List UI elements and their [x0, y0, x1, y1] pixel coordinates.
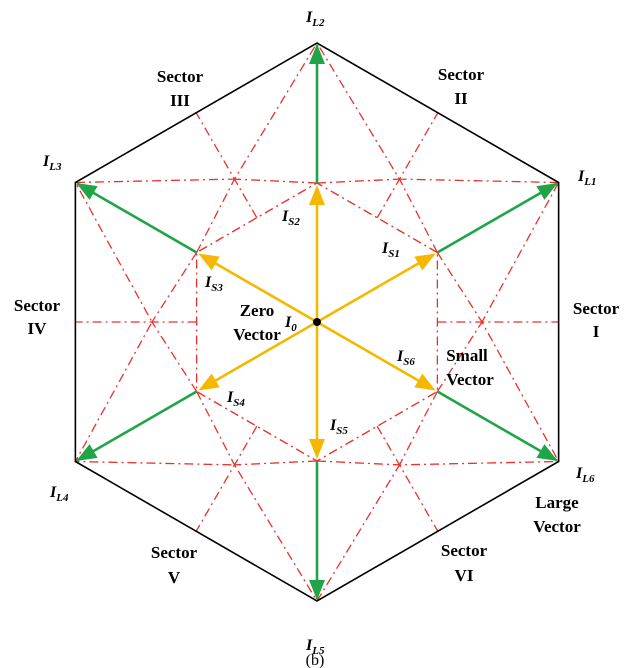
sector-boundary-line — [195, 425, 258, 532]
small-vectors — [198, 185, 436, 459]
large-vector-IL6 — [436, 390, 558, 462]
small-vector-arrowhead — [414, 253, 436, 271]
large-vector-arrowhead — [536, 444, 558, 461]
large-vector-IL1 — [436, 182, 558, 254]
label-IS3: IS3 — [204, 274, 223, 294]
sector-cross-line — [151, 252, 198, 323]
label-IS5: IS5 — [329, 417, 348, 437]
label-IS1: IS1 — [381, 240, 400, 260]
large-vector-arrowhead — [536, 183, 558, 200]
sector-cross-line — [234, 178, 318, 184]
large-vector-hexagon — [74, 42, 560, 602]
zero-vector-point — [313, 318, 321, 326]
small-vector-arrowhead — [309, 185, 325, 205]
sector-cross-line — [196, 391, 236, 466]
label-IS6: IS6 — [396, 348, 415, 368]
label-IL3: IL3 — [42, 153, 62, 173]
label-IS2: IS2 — [281, 208, 300, 228]
large-vector-arrowhead — [76, 444, 98, 461]
large-vector-arrowhead — [76, 183, 98, 200]
large-vector-IL4 — [76, 390, 198, 462]
large-vector-IL3 — [76, 182, 198, 254]
sector-cross-line — [398, 391, 438, 466]
figure-caption: (b) — [306, 652, 325, 668]
sector-cross-line — [234, 460, 318, 466]
small-vector-IS6 — [316, 320, 426, 386]
large-vectors — [76, 44, 558, 600]
label-IL6: IL6 — [575, 465, 595, 485]
sector-cross-line — [151, 321, 198, 392]
sector-cross-line — [316, 460, 400, 466]
label-I0: I0 — [284, 314, 297, 334]
small-vector-arrowhead — [309, 439, 325, 459]
sector-boundary-line — [195, 112, 258, 219]
sector-cross-line — [436, 321, 483, 392]
small-vector-IS3 — [208, 258, 318, 324]
large-vector-arrowhead — [309, 580, 325, 600]
small-vector-arrowhead — [414, 373, 436, 391]
small-vector-arrowhead — [198, 253, 220, 271]
label-IL5: IL5 — [305, 637, 325, 657]
sector-boundary-line — [376, 425, 439, 532]
small-vector-IS1 — [316, 258, 426, 324]
label-IL4: IL4 — [49, 484, 69, 504]
label-IL2: IL2 — [305, 9, 325, 29]
label-IS4: IS4 — [226, 389, 245, 409]
sector-boundary-line — [376, 112, 439, 219]
sector-cross-line — [398, 178, 438, 253]
sector-cross-line — [316, 178, 400, 184]
large-vector-arrowhead — [309, 44, 325, 64]
label-IL1: IL1 — [577, 168, 596, 188]
small-vector-arrowhead — [198, 373, 220, 391]
small-vector-IS4 — [208, 320, 318, 386]
sector-cross-line — [436, 252, 483, 323]
sector-cross-line — [196, 178, 236, 253]
